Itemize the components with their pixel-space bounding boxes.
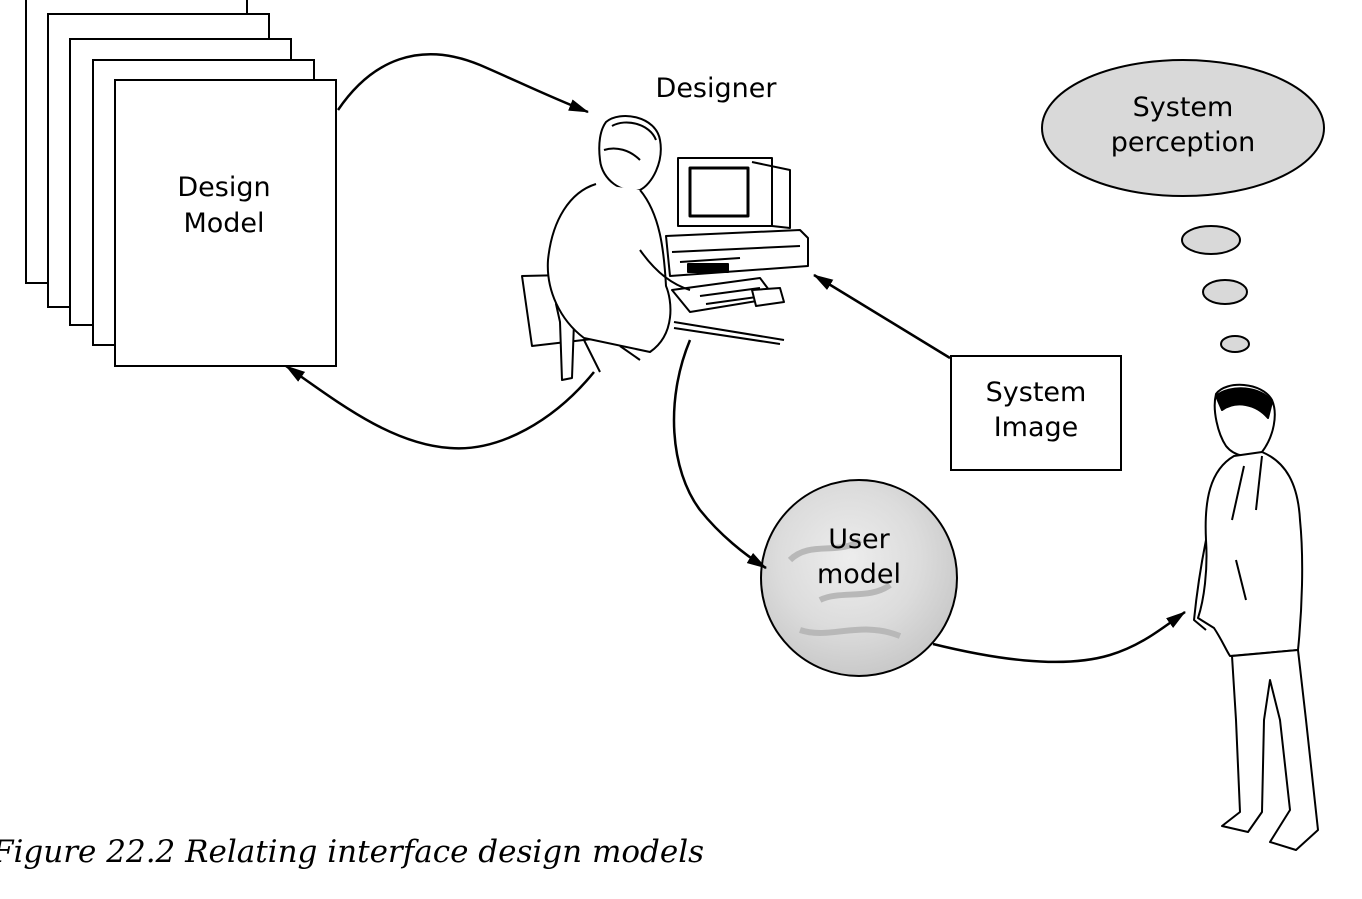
designer-hair — [603, 121, 657, 161]
thought-dot-medium — [1202, 279, 1248, 305]
system-perception-label-1: System — [1133, 92, 1234, 123]
thought-dot-large — [1181, 225, 1241, 255]
designer-body — [546, 183, 672, 353]
design-model-label-2: Model — [183, 208, 264, 239]
monitor-screen — [688, 166, 750, 218]
user-model-label-2: model — [817, 559, 901, 590]
arrow-system-image-to-computer — [813, 273, 951, 360]
arrow-designer-to-design-model — [285, 364, 595, 450]
system-perception-label-2: perception — [1111, 127, 1256, 158]
jacket-lines — [1231, 455, 1263, 601]
designer-icon — [521, 115, 809, 381]
user-arm — [1193, 539, 1207, 631]
arrow-designer-to-user-model — [672, 339, 767, 570]
user-torso — [1197, 451, 1304, 657]
designer-legs — [583, 339, 641, 373]
disk-slot — [687, 263, 729, 273]
user-model-texture — [787, 537, 902, 639]
mouse — [751, 287, 785, 307]
arrow-user-model-to-user — [932, 610, 1186, 664]
figure-caption: Figure 22.2 Relating interface design mo… — [0, 834, 705, 870]
user-hair — [1215, 387, 1273, 419]
user-icon — [1193, 383, 1319, 851]
table-edge — [673, 321, 785, 345]
arrow-design-model-to-designer — [336, 52, 589, 114]
system-image-label-2: Image — [994, 412, 1079, 443]
system-image-label-1: System — [986, 377, 1087, 408]
user-model-label-1: User — [828, 524, 890, 555]
thought-dot-small — [1220, 335, 1250, 353]
arrows — [285, 52, 1186, 664]
designer-label: Designer — [656, 73, 778, 104]
system-image-box — [950, 355, 1122, 471]
user-model-circle — [760, 479, 958, 677]
designer-arm — [639, 249, 691, 291]
monitor-side — [751, 161, 791, 229]
design-model-stack — [25, 0, 337, 367]
design-model-box — [114, 79, 337, 367]
unit-detail — [671, 245, 801, 263]
user-legs — [1221, 649, 1319, 851]
system-perception-bubble — [1041, 59, 1325, 197]
design-model-label-1: Design — [177, 172, 270, 203]
